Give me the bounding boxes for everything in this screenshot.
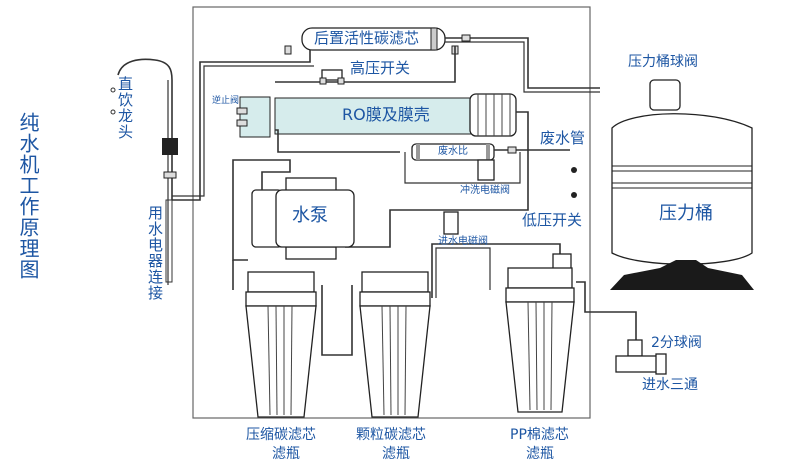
connector <box>507 146 517 154</box>
label-high-pressure-switch: 高压开关 <box>350 59 411 77</box>
connector <box>236 107 248 115</box>
post-filter-endcap <box>430 27 438 51</box>
flush-loop-pipe <box>404 152 521 184</box>
faucet-nut <box>163 171 177 179</box>
label-ro-membrane: RO膜及膜壳 <box>342 105 430 124</box>
label-inlet-tee: 进水三通 <box>642 377 698 393</box>
pump-bracket-bottom <box>285 246 337 260</box>
pump-body <box>275 189 355 248</box>
high-pressure-switch <box>321 69 343 81</box>
machine-frame <box>192 6 591 419</box>
label-pump: 水泵 <box>292 205 328 226</box>
connector <box>236 119 248 127</box>
inlet-tee <box>615 355 663 373</box>
filter-compressed-carbon <box>245 271 317 418</box>
flush-solenoid <box>477 159 495 181</box>
filter-link-pipe <box>321 285 353 356</box>
label-check-valve: 逆止阀 <box>212 96 240 106</box>
check-valve <box>239 96 271 138</box>
faucet-valve <box>162 138 178 155</box>
label-ball-valve-2: 2分球阀 <box>651 335 702 351</box>
indicator-dot <box>571 167 577 173</box>
ro-membrane-cap <box>469 93 517 137</box>
faucet-feed-pipe <box>172 42 311 201</box>
label-filter-granular-carbon-2: 滤瓶 <box>382 446 410 462</box>
inlet-pipe <box>431 243 561 298</box>
label-flush-solenoid: 冲洗电磁阀 <box>460 185 510 196</box>
faucet-spout <box>117 58 173 200</box>
label-inlet-solenoid: 进水电磁阀 <box>438 236 488 247</box>
ro-membrane-housing <box>274 97 476 135</box>
label-filter-compressed-carbon-1: 压缩碳滤芯 <box>246 427 316 443</box>
post-filter-out-pipe <box>445 37 600 89</box>
tank-ball-valve <box>649 79 681 111</box>
connector <box>337 77 345 85</box>
pressure-tank <box>611 113 753 265</box>
diagram-title: 纯水机工作原理图 <box>16 112 40 280</box>
faucet-feed-pipe-inner <box>172 65 314 197</box>
connector <box>461 34 471 42</box>
label-filter-pp-1: PP棉滤芯 <box>510 427 569 443</box>
inlet-ball-valve <box>627 339 643 357</box>
connector <box>319 77 327 85</box>
label-waste-pipe: 废水管 <box>540 129 586 147</box>
label-tank-ball-valve: 压力桶球阀 <box>628 54 698 70</box>
label-post-carbon-filter: 后置活性碳滤芯 <box>314 29 420 47</box>
ro-pipe-bottom <box>275 129 400 153</box>
faucet-drop <box>110 109 116 115</box>
label-filter-granular-carbon-1: 颗粒碳滤芯 <box>356 427 426 443</box>
label-filter-compressed-carbon-2: 滤瓶 <box>272 446 300 462</box>
ro-waste-out <box>345 111 529 248</box>
label-pressure-tank: 压力桶 <box>659 203 713 224</box>
filter-granular-carbon <box>359 271 431 418</box>
hp-switch-pipe <box>275 46 456 83</box>
label-filter-pp-2: 滤瓶 <box>526 446 554 462</box>
tank-base <box>610 260 754 290</box>
pp-inlet-pipe <box>576 281 637 342</box>
label-waste-ratio: 废水比 <box>438 146 468 157</box>
indicator-dot <box>571 192 577 198</box>
faucet-drop <box>110 87 116 93</box>
connector <box>284 45 292 55</box>
label-low-pressure-switch: 低压开关 <box>522 211 583 229</box>
inlet-pipe-inner <box>435 247 491 298</box>
post-filter-out-pipe-inner <box>445 41 600 93</box>
label-faucet: 直饮龙头 <box>116 76 134 140</box>
label-appliance-connection: 用水电器连接 <box>146 205 164 301</box>
appliance-pipe <box>165 199 173 283</box>
inlet-solenoid <box>443 211 459 235</box>
waste-ratio <box>411 143 495 161</box>
filter-pp <box>505 267 575 413</box>
post-carbon-filter <box>301 27 446 51</box>
